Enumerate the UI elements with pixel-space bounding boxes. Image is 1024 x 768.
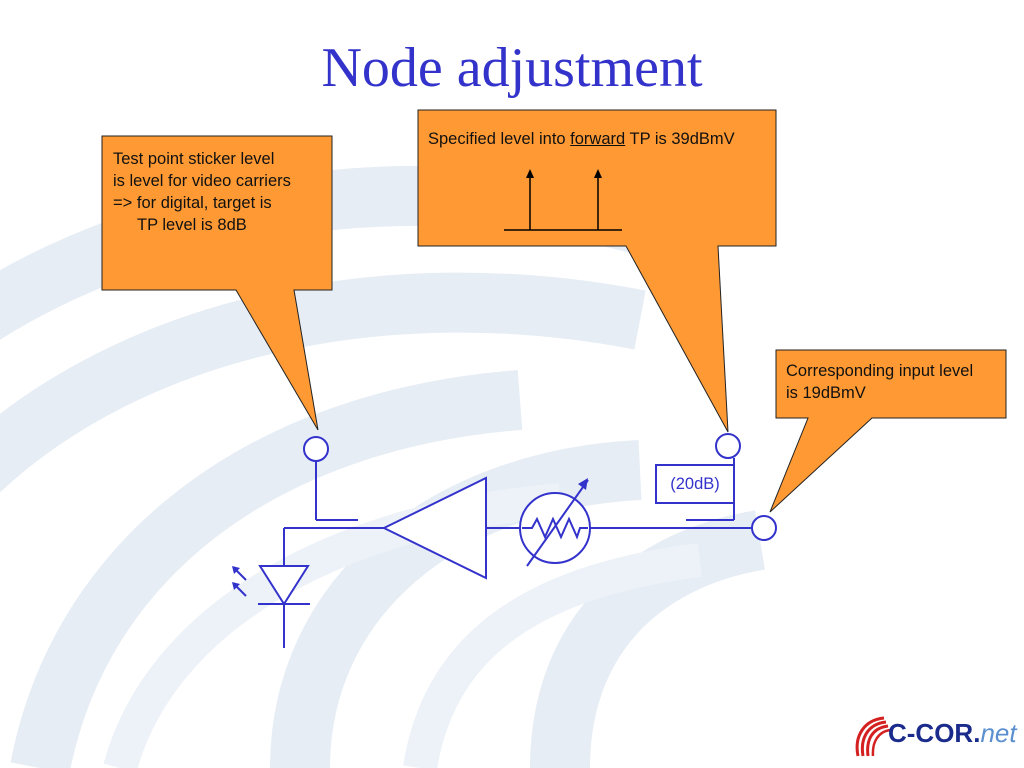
input-port [751,515,777,541]
amplifier-icon [381,476,487,580]
callout-line: is 19dBmV [786,384,866,402]
logo-dot: . [973,718,981,748]
attenuator-box [655,464,735,504]
callout-input-level-text: Corresponding input level is 19dBmV [786,360,1006,404]
callout-input-level [769,349,1007,513]
logo-net: net [980,718,1017,748]
callout-forward-tp [417,109,777,433]
callout-test-point [101,135,333,431]
light-arrows-icon [232,566,247,597]
callout-line: TP level is 8dB [137,216,247,234]
callout-test-point-text: Test point sticker level is level for vi… [113,148,328,236]
carrier-spectrum-icon [504,169,622,231]
callout-forward-tp-text: Specified level into forward TP is 39dBm… [428,128,788,150]
forward-underlined: forward [570,130,626,148]
callout-line: Corresponding input level [786,362,974,380]
attenuator-label: (20dB) [670,474,720,493]
callout-text-part: TP is 39dBmV [625,130,735,148]
variable-attenuator-icon [519,478,591,567]
callout-line: Test point sticker level [113,150,275,168]
logo-main: C-COR [888,718,974,748]
callout-line: => for digital, target is [113,194,272,212]
photodiode-icon [258,565,310,606]
company-logo: C-COR.net [850,712,1017,758]
logo-text: C-COR.net [888,718,1017,749]
callout-line: is level for video carriers [113,172,291,190]
test-point-left [303,436,329,462]
slide-title: Node adjustment [321,37,703,99]
logo-swoosh-icon [855,716,890,757]
callout-text-part: Specified level into [428,130,571,148]
test-point-right [715,433,741,459]
